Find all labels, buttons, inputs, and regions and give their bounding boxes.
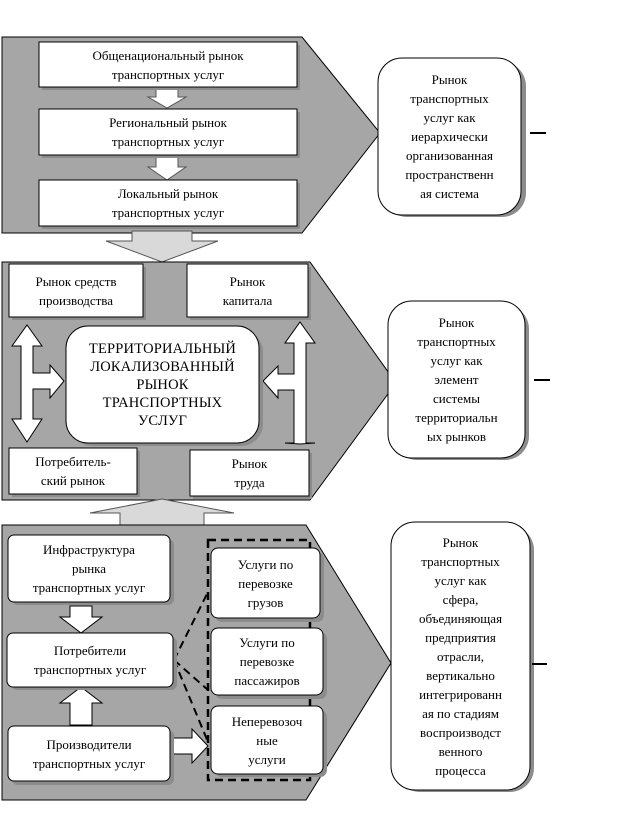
means-of-production-label: Рынок средств производства	[35, 273, 117, 308]
dash-to-noncargo	[173, 659, 209, 743]
dash-to-passengers	[173, 659, 209, 691]
caption1-label: Рынок транспортных услуг как иерархическ…	[405, 72, 494, 201]
infrastructure-box	[7, 534, 171, 603]
arrow-section3-to-section2	[89, 498, 235, 526]
caption2-label: Рынок транспортных услуг как элемент сис…	[415, 315, 498, 444]
arrow-section1-to-section2	[105, 230, 219, 263]
local-market-label: Локальный рынок транспортных услуг	[111, 186, 225, 220]
consumer-market-box	[8, 447, 138, 495]
right-double-arrow	[262, 321, 316, 445]
national-market-box	[38, 41, 298, 88]
labor-market-box	[189, 449, 310, 497]
left-double-arrow	[11, 324, 65, 443]
caption1-box	[377, 57, 522, 216]
producers-label: Производители транспортных услуг	[32, 736, 146, 771]
passenger-services-label: Услуги по перевозке пассажиров	[234, 635, 300, 688]
non-transport-services-box	[210, 705, 324, 775]
central-market-label: ТЕРРИТОРИАЛЬНЫЙ ЛОКАЛИЗОВАННЫЙ РЫНОК ТРА…	[88, 340, 237, 429]
arrow-producers-to-noncargo	[170, 727, 209, 765]
passenger-services-box	[210, 627, 324, 696]
capital-market-box	[186, 263, 309, 318]
non-transport-services-label: Неперевозоч ные услуги	[231, 713, 303, 767]
central-market-box	[65, 325, 260, 444]
arrow-regional-to-local	[146, 156, 188, 181]
national-market-label: Общенациональный рынок транспортных услу…	[92, 47, 244, 82]
regional-market-label: Региональный рынок транспортных услуг	[109, 115, 227, 149]
local-market-box	[38, 179, 298, 227]
caption3-label: Рынок транспортных услуг как сфера, объе…	[418, 534, 503, 778]
cargo-services-label: Услуги по перевозке грузов	[237, 556, 294, 610]
consumers-label: Потребители транспортных услуг	[33, 643, 147, 677]
means-of-production-box	[8, 263, 144, 318]
consumers-box	[6, 632, 174, 688]
regional-market-box	[38, 108, 298, 156]
labor-market-label: Рынок труда	[231, 456, 268, 490]
caption3-box	[390, 521, 531, 791]
caption2-box	[387, 300, 526, 459]
capital-market-label: Рынок капитала	[222, 273, 273, 308]
consumer-market-label: Потребитель- ский рынок	[35, 454, 111, 488]
arrow-infra-to-consumers	[58, 605, 104, 634]
cargo-services-box	[210, 547, 321, 619]
producers-box	[7, 725, 171, 782]
arrow-producers-to-consumers	[58, 686, 104, 726]
infrastructure-label: Инфраструктура рынка транспортных услуг	[32, 542, 146, 595]
